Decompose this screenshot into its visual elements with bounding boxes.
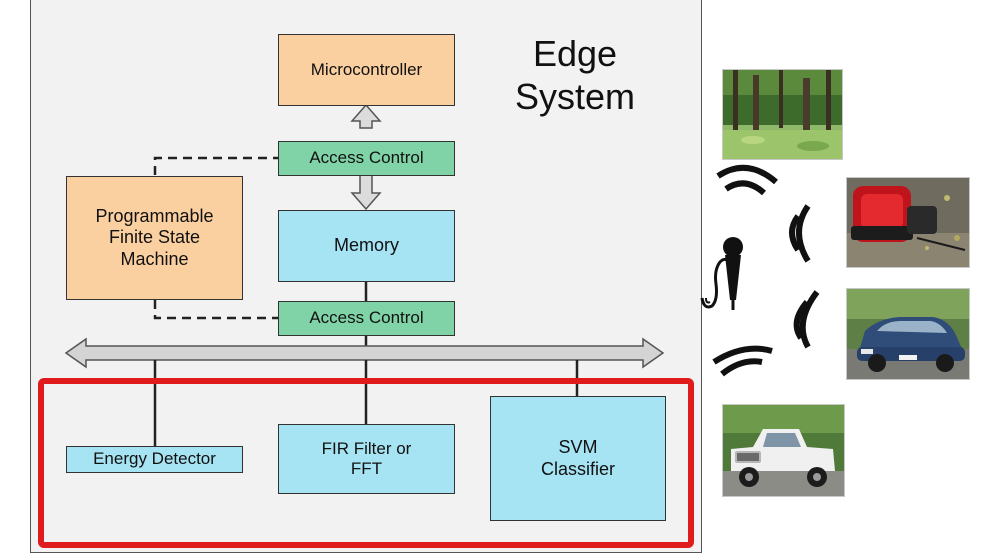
double-arrow-memory [350,174,382,211]
forest-photo [722,69,843,160]
highlight-frame [38,378,694,548]
generator-photo [846,177,970,268]
svm-classifier-label: SVM Classifier [540,436,615,479]
access-control-bottom-label: Access Control [309,308,424,328]
fsm-label: Programmable Finite State Machine [95,205,214,269]
forest-scene [723,70,842,159]
fir-filter-label: FIR Filter or FFT [321,438,412,478]
energy-detector-block: Energy Detector [66,446,243,473]
access-control-bottom-block: Access Control [278,301,455,336]
sound-wave-icon-3 [793,290,820,349]
dashed-link-top [153,156,280,175]
access-control-top-block: Access Control [278,141,455,176]
double-arrow-top [350,103,382,129]
fir-filter-block: FIR Filter or FFT [278,424,455,494]
sound-wave-icon-4 [712,345,773,377]
access-control-top-label: Access Control [309,148,424,168]
pickup-truck-photo [722,404,845,497]
sedan-scene [847,289,969,379]
memory-label: Memory [333,235,399,256]
microphone-icon [700,237,743,310]
truck-scene [723,405,844,496]
svm-classifier-block: SVM Classifier [490,396,666,521]
dashed-link-bottom [153,300,280,320]
sound-wave-icon-2 [789,204,811,263]
microcontroller-block: Microcontroller [278,34,455,106]
generator-scene [847,178,969,267]
sound-wave-icon-1 [716,164,778,196]
microcontroller-label: Microcontroller [310,59,423,79]
memory-block: Memory [278,210,455,282]
energy-detector-label: Energy Detector [93,449,216,469]
panel-title: Edge System [514,33,636,118]
system-bus-arrow [64,337,665,369]
fsm-block: Programmable Finite State Machine [66,176,243,300]
sedan-car-photo [846,288,970,380]
